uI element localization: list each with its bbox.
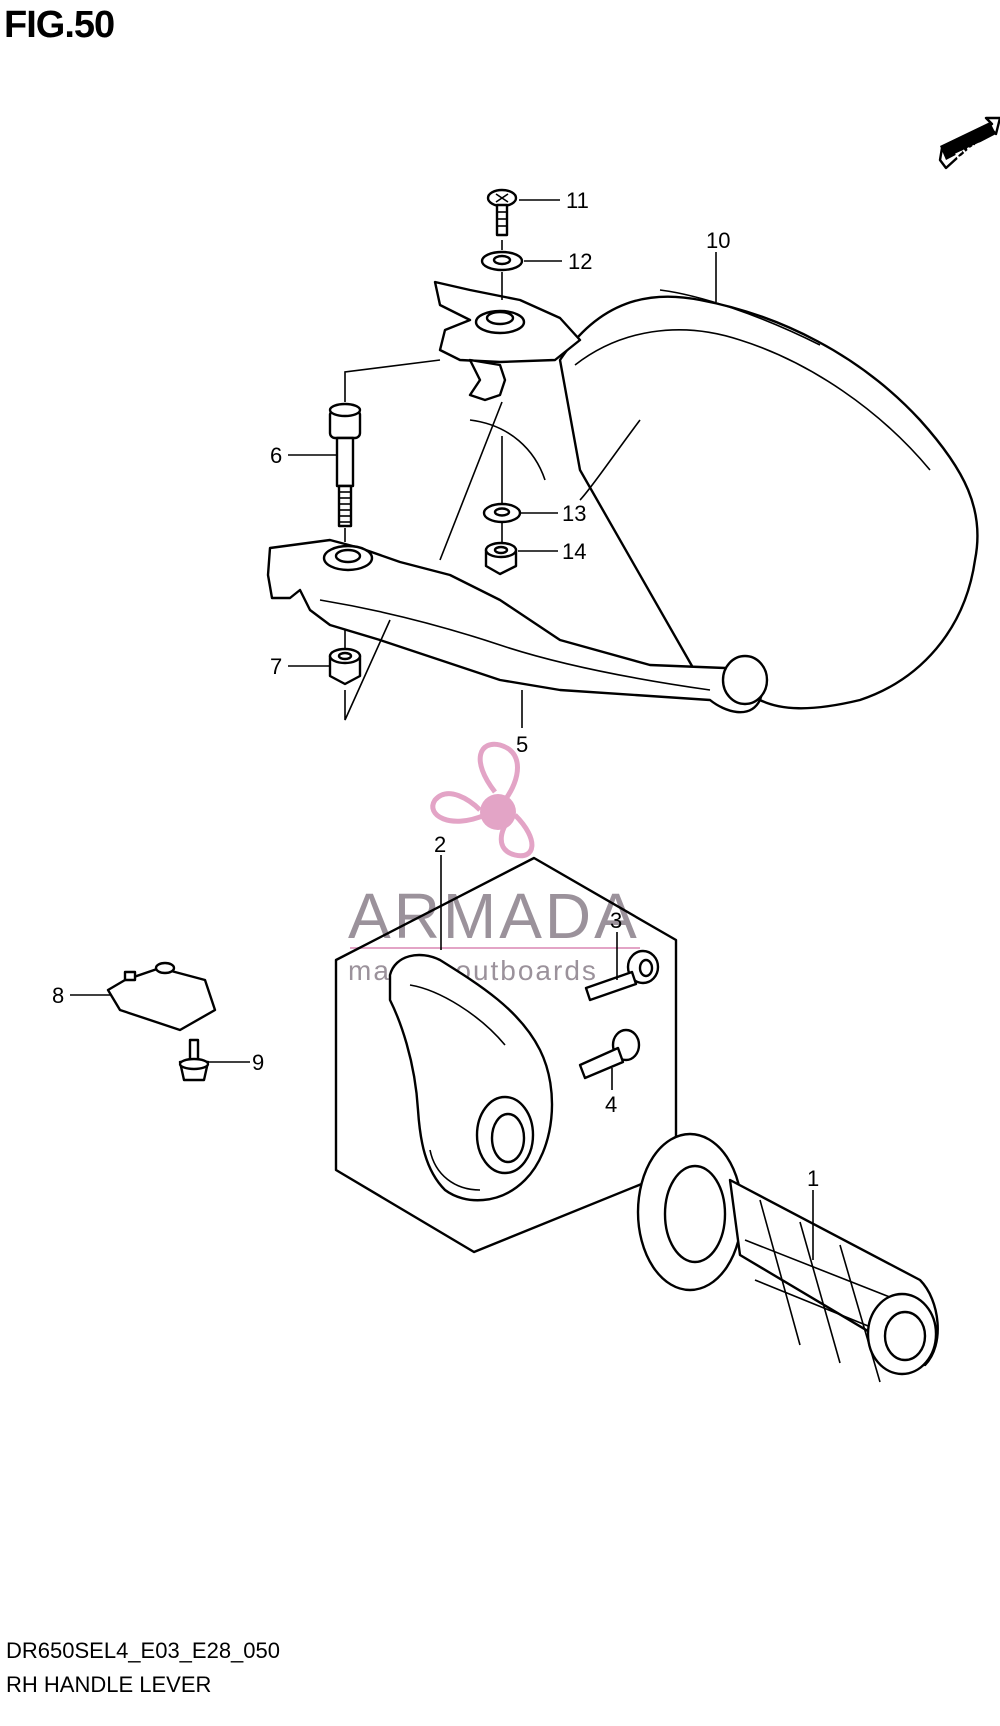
callout-12: 12 xyxy=(568,249,592,274)
callout-10: 10 xyxy=(706,228,730,253)
callout-9: 9 xyxy=(252,1050,264,1075)
part-4-screw xyxy=(578,1028,641,1080)
callout-8: 8 xyxy=(52,983,64,1008)
callout-13: 13 xyxy=(562,501,586,526)
assembly-name: RH HANDLE LEVER xyxy=(6,1672,212,1697)
figure-title: FIG.50 xyxy=(4,4,115,46)
part-13-washer xyxy=(482,502,522,524)
forward-direction-badge: FWD xyxy=(938,116,1000,170)
callout-6: 6 xyxy=(270,443,282,468)
callout-11: 11 xyxy=(566,188,589,213)
callout-5: 5 xyxy=(516,732,528,757)
guard-mount-bracket xyxy=(433,280,582,402)
part-1-handle-grip xyxy=(636,1132,939,1383)
part-11-screw xyxy=(486,188,518,237)
callout-2: 2 xyxy=(434,832,446,857)
callout-4: 4 xyxy=(605,1092,617,1117)
part-5-brake-lever xyxy=(266,538,769,714)
callout-leaders xyxy=(70,199,814,1260)
callout-1: 1 xyxy=(807,1166,819,1191)
callout-7: 7 xyxy=(270,654,282,679)
part-12-washer xyxy=(480,250,524,272)
part-8-switch xyxy=(106,961,217,1032)
lever-pivot-hole xyxy=(334,548,362,564)
callout-3: 3 xyxy=(610,908,622,933)
part-14-nut xyxy=(484,541,518,576)
callout-numbers: 11 12 10 6 13 14 7 5 2 3 4 8 9 1 xyxy=(52,188,819,1191)
part-7-nut xyxy=(328,647,362,686)
part-9-screw xyxy=(178,1038,210,1082)
part-10-hand-guard xyxy=(558,289,979,710)
assembly-guide-lines xyxy=(344,240,546,721)
propeller-hub-icon xyxy=(480,794,516,830)
model-code: DR650SEL4_E03_E28_050 xyxy=(6,1638,281,1663)
armada-watermark: ARMADA marine outboards xyxy=(348,741,640,986)
part-6-pivot-bolt xyxy=(328,402,362,528)
watermark-brand: ARMADA xyxy=(348,880,640,952)
callout-14: 14 xyxy=(562,539,586,564)
propeller-logo-icon xyxy=(430,741,535,859)
